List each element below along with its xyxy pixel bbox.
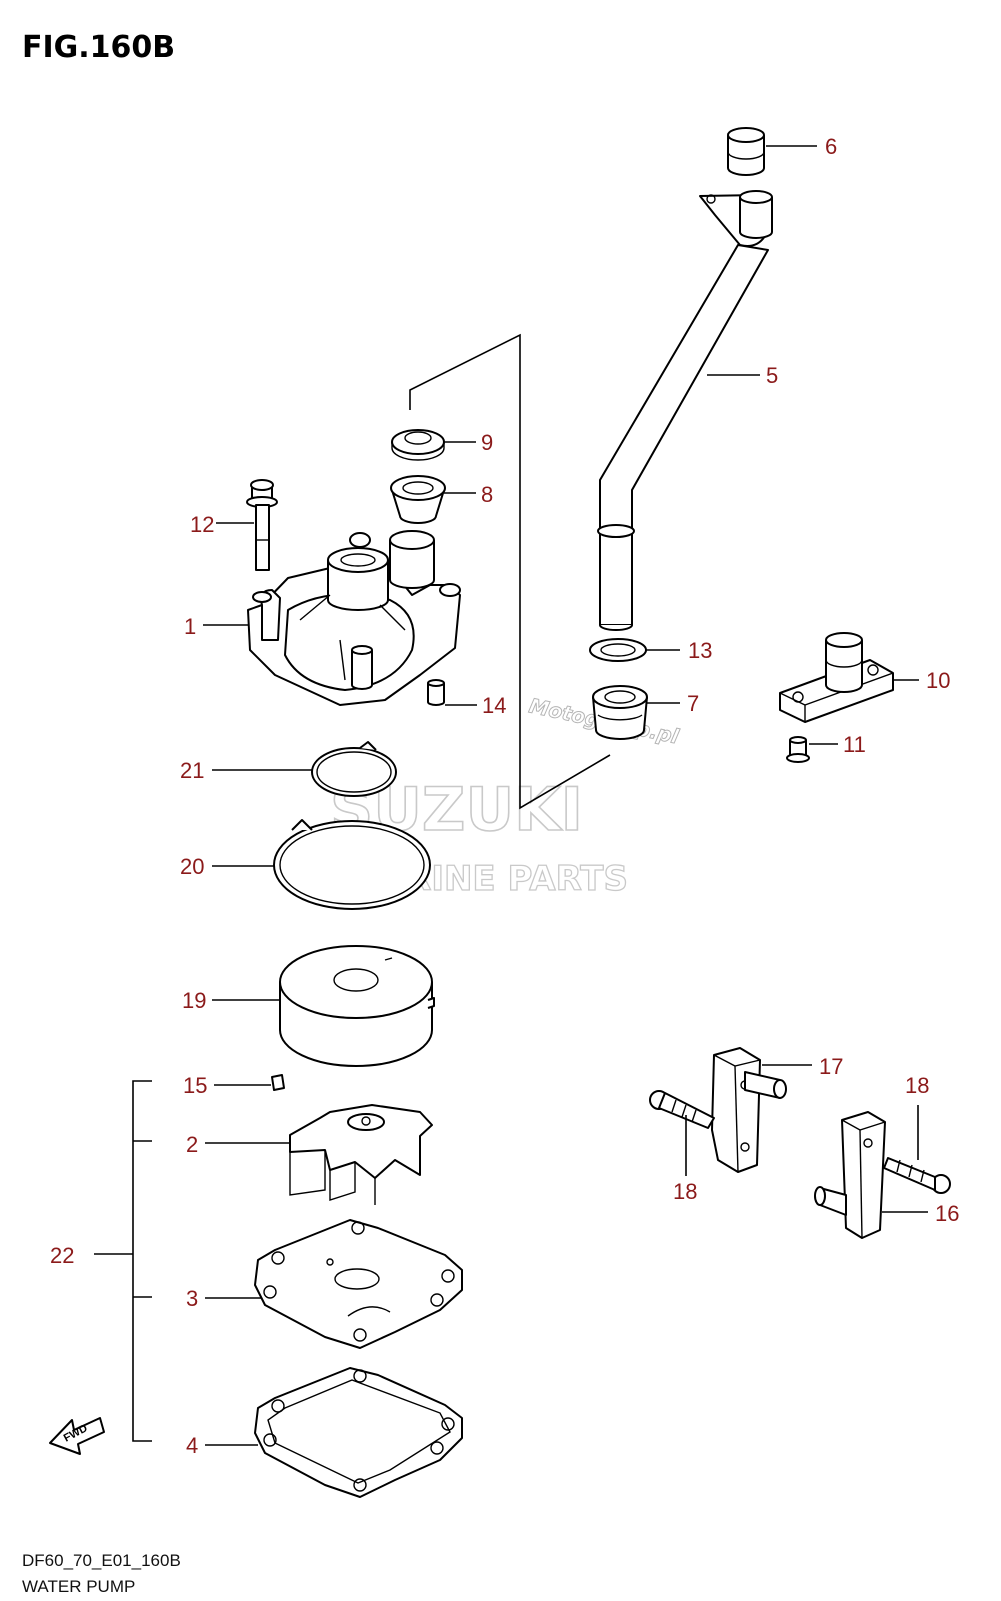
part-5-water-tube <box>597 190 773 631</box>
callout-11: 11 <box>843 732 866 757</box>
part-10-fitting <box>779 632 894 723</box>
callouts: 1 2 3 4 5 6 7 8 9 10 11 12 13 14 15 16 1… <box>50 134 959 1458</box>
callout-3: 3 <box>186 1286 198 1311</box>
part-12-bolt <box>246 479 278 571</box>
leader-lines <box>203 145 928 1446</box>
figure-subtitle: WATER PUMP <box>22 1577 135 1596</box>
callout-9: 9 <box>481 430 493 455</box>
callout-12: 12 <box>190 512 214 537</box>
callout-21: 21 <box>180 758 204 783</box>
figure-title: FIG.160B <box>22 30 175 65</box>
part-1-pump-case <box>247 530 461 706</box>
callout-18-left: 18 <box>673 1179 697 1204</box>
part-14-pin <box>427 679 445 706</box>
part-20-gasket <box>273 819 431 910</box>
part-4-gasket <box>254 1367 463 1498</box>
callout-20: 20 <box>180 854 204 879</box>
bracket-lines <box>94 333 611 1442</box>
callout-17: 17 <box>819 1054 843 1079</box>
part-21-o-ring <box>311 741 397 797</box>
callout-5: 5 <box>766 363 778 388</box>
callout-18-right: 18 <box>905 1073 929 1098</box>
part-18-screw-left <box>649 1090 715 1129</box>
part-2-impeller <box>289 1104 433 1205</box>
callout-1: 1 <box>184 614 196 639</box>
callout-4: 4 <box>186 1433 198 1458</box>
callout-15: 15 <box>183 1073 207 1098</box>
callout-14: 14 <box>482 693 506 718</box>
part-16-bracket <box>814 1111 886 1239</box>
part-19-liner <box>279 945 435 1067</box>
callout-22: 22 <box>50 1243 74 1268</box>
callout-2: 2 <box>186 1132 198 1157</box>
callout-13: 13 <box>688 638 712 663</box>
fwd-arrow: FWD <box>49 1417 105 1455</box>
figure-code: DF60_70_E01_160B <box>22 1551 181 1570</box>
callout-10: 10 <box>926 668 950 693</box>
part-3-plate <box>254 1219 463 1349</box>
part-13-washer <box>589 638 647 662</box>
part-15-key <box>271 1074 285 1091</box>
callout-7: 7 <box>687 691 699 716</box>
part-7-grommet <box>592 685 648 740</box>
part-8-grommet <box>390 475 446 524</box>
callout-6: 6 <box>825 134 837 159</box>
part-18-screw-right <box>883 1157 951 1194</box>
part-6-sleeve <box>727 127 765 176</box>
part-17-bracket <box>711 1047 787 1173</box>
callout-8: 8 <box>481 482 493 507</box>
callout-19: 19 <box>182 988 206 1013</box>
part-11-screw <box>786 736 810 763</box>
part-9-washer <box>391 429 445 461</box>
callout-16: 16 <box>935 1201 959 1226</box>
